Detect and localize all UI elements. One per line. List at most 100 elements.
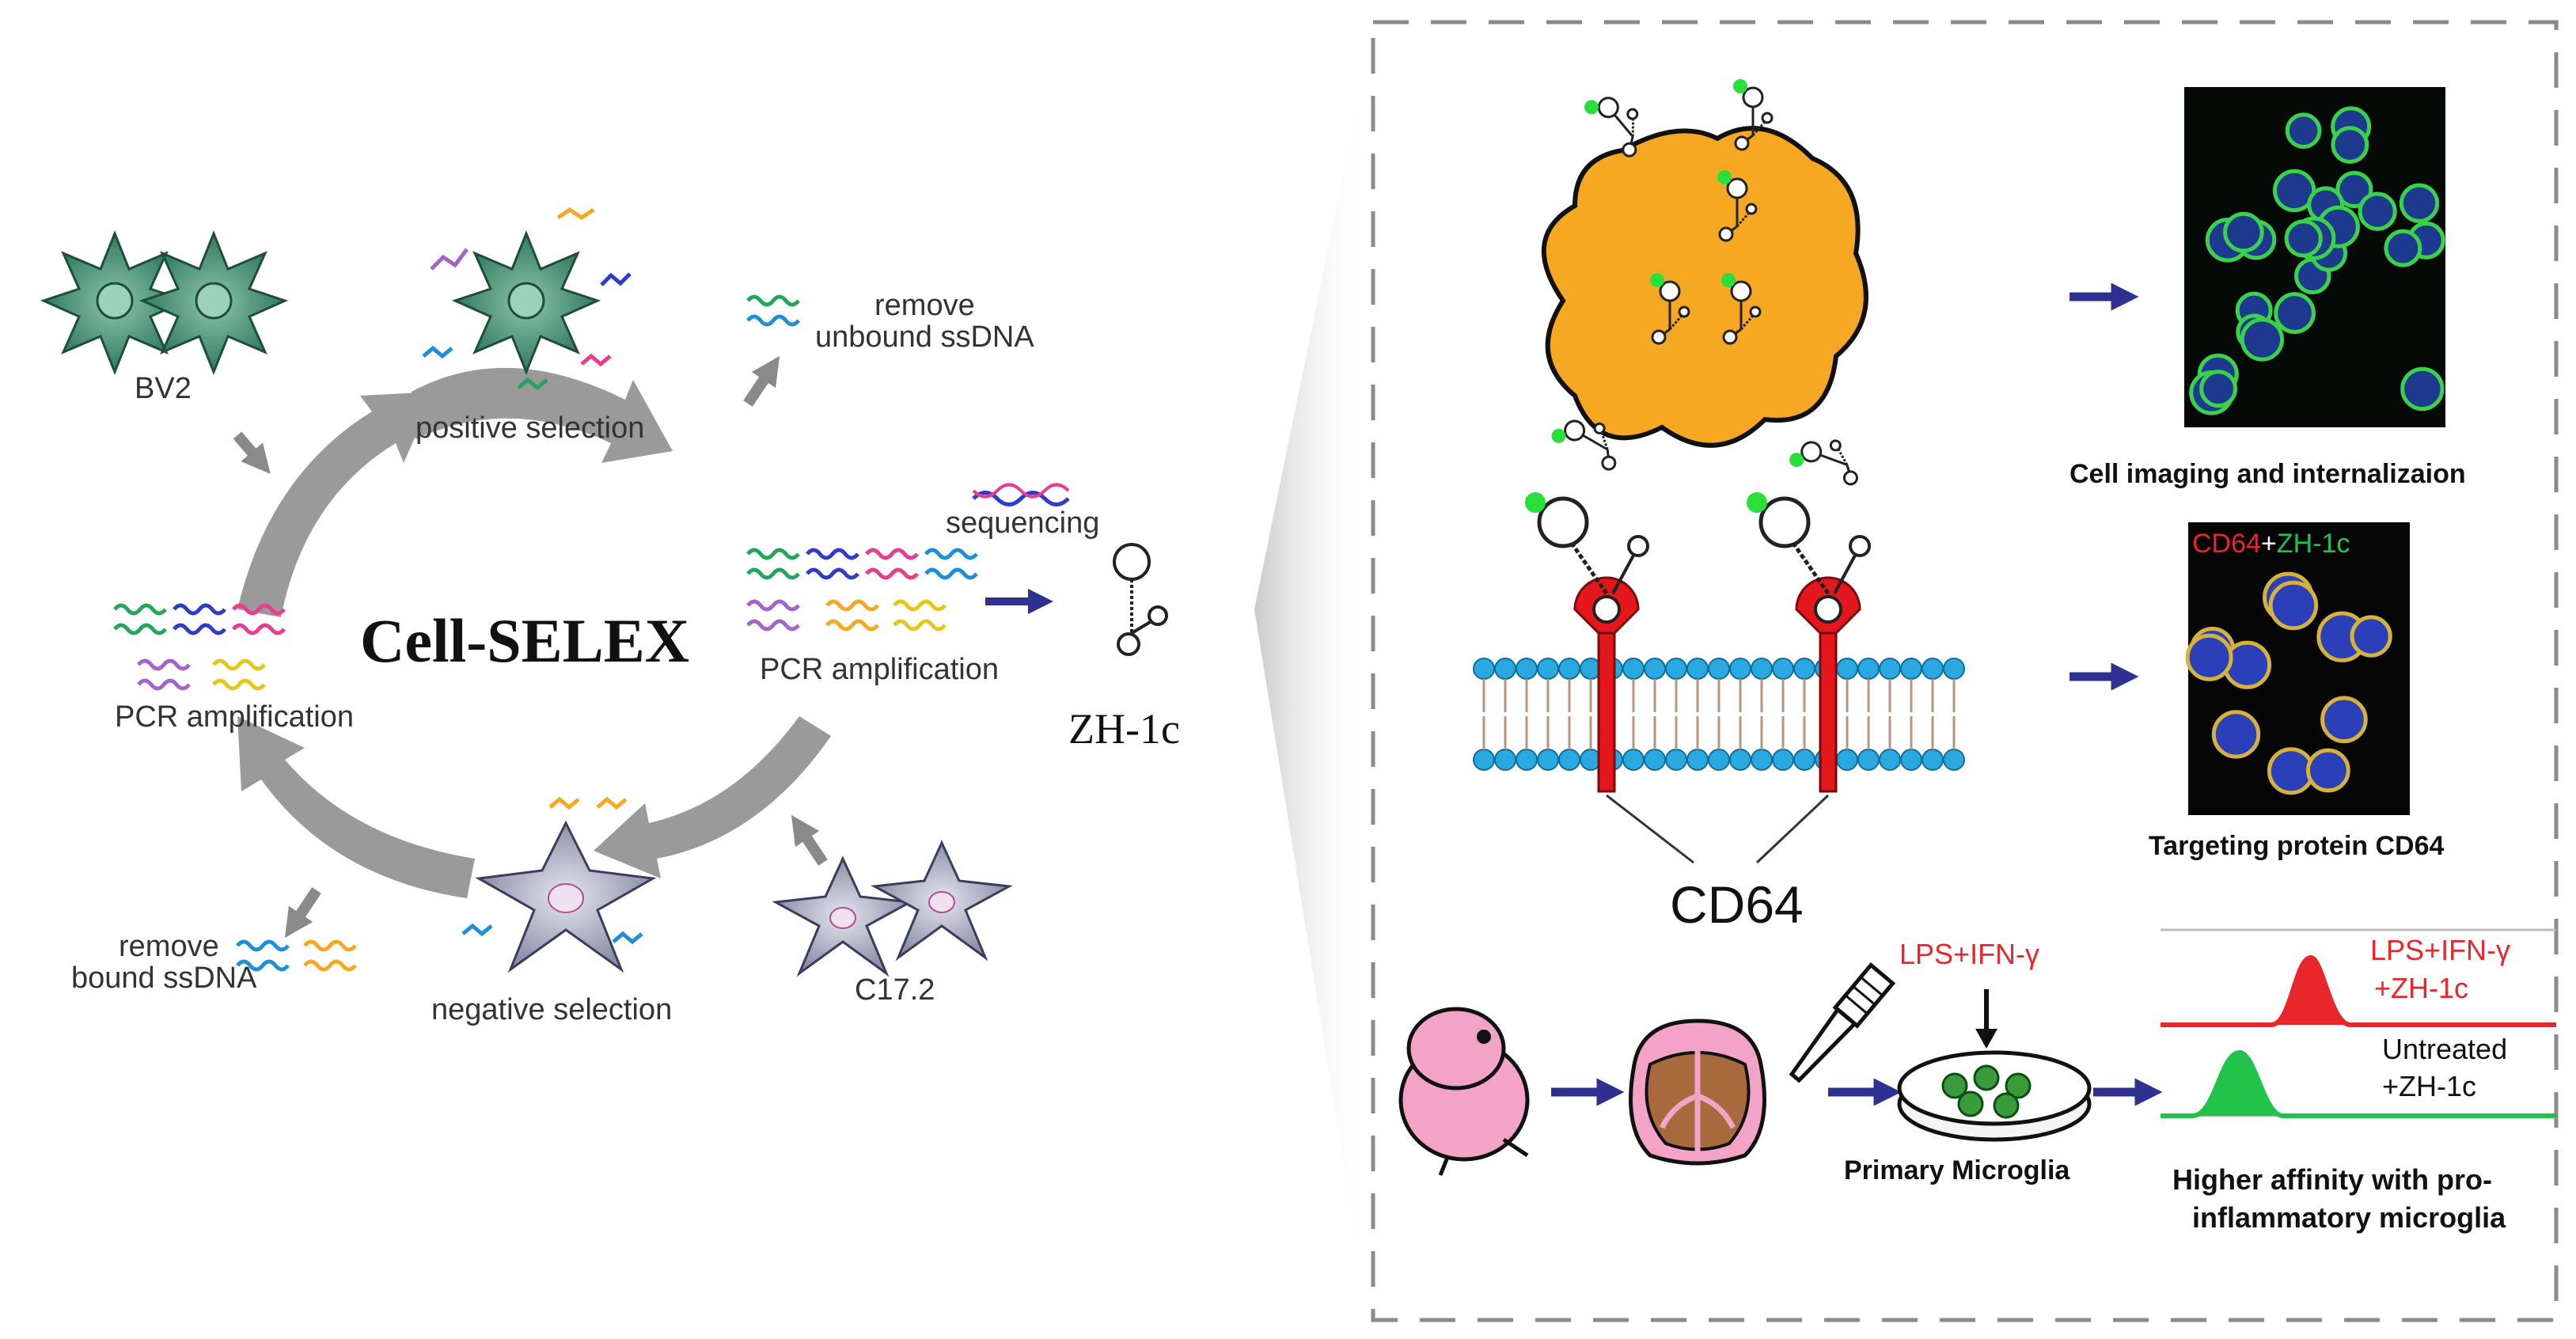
stained-cell	[2350, 615, 2392, 658]
c172-cells	[772, 840, 1013, 977]
imaged-cell	[2400, 366, 2445, 412]
side-arrows	[233, 355, 828, 939]
lipid-head	[1686, 749, 1709, 771]
imaged-cell	[2284, 219, 2323, 258]
lipid-head	[1879, 749, 1901, 771]
lipid-head	[1516, 749, 1538, 771]
stained-cell	[2211, 710, 2261, 759]
imaged-cell	[2384, 229, 2422, 267]
lipid-head	[1793, 749, 1815, 771]
imaged-cell	[2331, 126, 2369, 164]
bound-ssdna-label: bound ssDNA	[71, 962, 257, 995]
stained-cell	[2185, 633, 2233, 681]
zh1c-aptamer-icon	[1113, 543, 1168, 656]
overlay-cd64: CD64	[2192, 529, 2261, 559]
lipid-head	[1665, 658, 1687, 680]
lipid-head	[1857, 749, 1880, 771]
imaged-cell	[2240, 317, 2285, 362]
pcr-amplification-left-label: PCR amplification	[115, 700, 354, 734]
lipid-head	[1751, 658, 1773, 680]
remove-bound-label: remove	[119, 930, 219, 963]
unbound-ssdna-strands	[748, 297, 799, 324]
negative-selection-cell	[461, 796, 657, 973]
lipid-head	[1665, 749, 1687, 771]
lipid-head	[1473, 658, 1495, 680]
cell-membrane	[1473, 658, 1965, 771]
remove-unbound-label: remove	[874, 289, 975, 322]
legend-untreated-line2: +ZH-1c	[2382, 1070, 2477, 1102]
lipid-head	[1558, 749, 1580, 771]
lipid-head	[1922, 658, 1944, 680]
lipid-head	[1793, 658, 1815, 680]
lipid-head	[1494, 658, 1516, 680]
lipid-head	[1622, 658, 1645, 680]
flow-histograms	[2161, 928, 2556, 1118]
lipid-head	[1879, 658, 1901, 680]
pcr-amplification-right-label: PCR amplification	[760, 653, 999, 686]
unbound-ssdna-label: unbound ssDNA	[815, 321, 1034, 354]
stained-cell	[2268, 580, 2319, 631]
legend-untreated-line1: Untreated	[2382, 1033, 2508, 1065]
lipid-head	[1943, 658, 1965, 680]
imaged-cell	[2399, 183, 2440, 223]
overlay-stain-label: CD64+ZH-1c	[2192, 529, 2350, 559]
lipid-head	[1494, 749, 1516, 771]
imaged-cell	[2335, 170, 2373, 209]
expansion-fan	[1254, 47, 1369, 1322]
lipid-head	[1644, 658, 1666, 680]
result-arrows	[1551, 283, 2163, 1106]
imaged-cell	[2274, 292, 2316, 334]
lipid-head	[1857, 658, 1880, 680]
lipid-head	[1516, 658, 1538, 680]
stained-cell	[2305, 748, 2350, 793]
lipid-head	[1537, 658, 1559, 680]
legend-lps-line1: LPS+IFN-γ	[2370, 934, 2511, 966]
detail-panel-border	[1371, 20, 2559, 1322]
negative-selection-label: negative selection	[431, 993, 673, 1026]
dna-pool-left	[115, 605, 284, 688]
lipid-head	[1922, 749, 1944, 771]
treatment-arrowhead	[1975, 1029, 1997, 1049]
overlay-plus: +	[2260, 529, 2277, 559]
brain-icon	[1629, 1018, 1766, 1166]
cell-imaging-caption: Cell imaging and internalizaion	[2070, 459, 2466, 489]
legend-lps-line2: +ZH-1c	[2374, 972, 2469, 1004]
overlay-zh1c: ZH-1c	[2276, 529, 2350, 559]
lipid-head	[1537, 749, 1559, 771]
positive-selection-cell	[422, 207, 632, 391]
lipid-head	[1772, 658, 1794, 680]
bv2-cells	[40, 229, 289, 376]
lipid-head	[1900, 658, 1922, 680]
microscopy-image-1	[2184, 87, 2445, 427]
lipid-head	[1558, 658, 1580, 680]
lipid-head	[1836, 749, 1858, 771]
lipid-head	[1729, 749, 1751, 771]
petri-dish-icon	[1897, 1050, 2092, 1142]
lps-treatment-label: LPS+IFN-γ	[1899, 938, 2040, 970]
lipid-head	[1900, 749, 1922, 771]
stained-cell	[2320, 696, 2368, 744]
dna-pool-right	[748, 550, 977, 629]
imaged-cell	[2223, 211, 2264, 253]
lipid-head	[1836, 658, 1858, 680]
cd64-label: CD64	[1670, 875, 1804, 934]
sequencing-label: sequencing	[946, 506, 1100, 540]
primary-microglia-label: Primary Microglia	[1844, 1155, 2070, 1185]
lipid-head	[1772, 749, 1794, 771]
positive-selection-label: positive selection	[415, 412, 645, 445]
imaged-cell	[2199, 370, 2238, 408]
sequencing-strand	[972, 483, 1070, 506]
cell-selex-title: Cell-SELEX	[360, 606, 690, 675]
lipid-head	[1686, 658, 1709, 680]
aptamer-name-label: ZH-1c	[1068, 705, 1180, 753]
affinity-caption-line1: Higher affinity with pro-	[2172, 1163, 2492, 1196]
lipid-head	[1751, 749, 1773, 771]
cd64-callout-lines	[1606, 794, 1830, 864]
selex-cycle-arrows	[237, 367, 831, 898]
imaged-cell	[2285, 112, 2322, 149]
lipid-head	[1708, 658, 1730, 680]
lipid-head	[1644, 749, 1666, 771]
lipid-head	[1622, 749, 1645, 771]
